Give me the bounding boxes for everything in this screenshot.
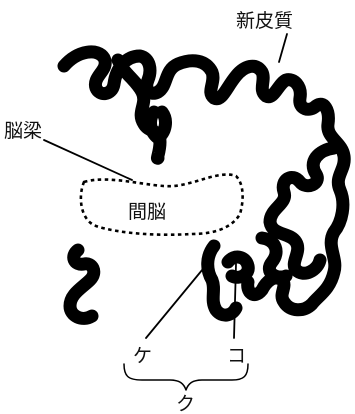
neocortex-leader: [279, 34, 287, 62]
label-neocortex: 新皮質: [236, 10, 293, 32]
label-ko: コ: [227, 345, 246, 367]
midline-fold-keyhole: [151, 112, 166, 138]
label-ku: ク: [176, 393, 195, 414]
right-inner-cortex-ko: [228, 257, 248, 277]
label-diencephalon: 間脳: [128, 201, 166, 223]
ke-leader: [146, 258, 212, 338]
corpus-callosum-leader: [44, 140, 132, 180]
neocortex-lower-right-folds: [262, 238, 286, 277]
ku-brace: [124, 364, 248, 390]
label-corpus-callosum: 脳梁: [4, 120, 42, 142]
label-ke: ケ: [133, 345, 152, 367]
left-lower-cortex: [70, 250, 94, 318]
